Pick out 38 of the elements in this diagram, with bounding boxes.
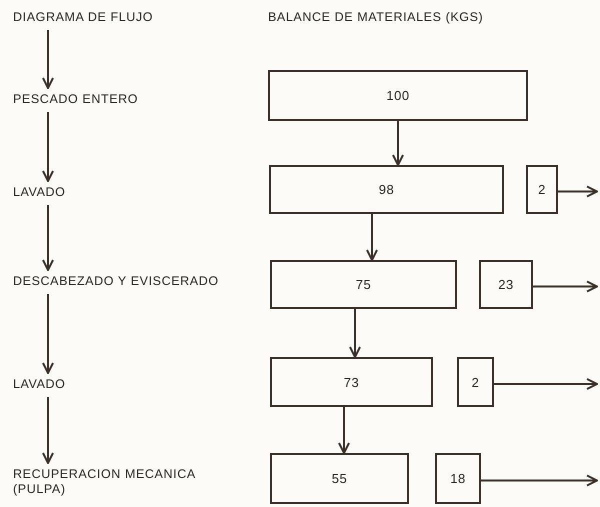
- loss-box: [435, 453, 481, 504]
- process-box: [270, 260, 457, 309]
- process-box: [268, 70, 528, 121]
- mass-value: 75: [356, 277, 372, 292]
- mass-value: 2: [472, 374, 480, 390]
- loss-box: [479, 260, 533, 309]
- step-label: LAVADO: [13, 377, 213, 392]
- arrow: [494, 378, 598, 390]
- process-box: [269, 165, 504, 214]
- arrow: [42, 397, 54, 464]
- mass-value: 98: [378, 182, 394, 197]
- arrow: [42, 30, 54, 89]
- column-heading: BALANCE DE MATERIALES (KGS): [268, 10, 484, 24]
- arrow: [42, 112, 54, 182]
- process-box: [270, 453, 409, 504]
- step-label: LAVADO: [13, 185, 213, 200]
- mass-value: 2: [538, 182, 546, 197]
- mass-value: 100: [386, 88, 410, 103]
- mass-value: 73: [344, 374, 360, 390]
- arrow: [558, 186, 598, 198]
- arrow: [366, 214, 378, 261]
- process-box: [270, 357, 433, 407]
- arrow: [42, 205, 54, 271]
- arrow: [392, 121, 404, 166]
- arrow: [533, 280, 598, 292]
- arrow: [349, 309, 361, 358]
- step-label: DIAGRAMA DE FLUJO: [13, 10, 213, 25]
- arrow: [481, 474, 598, 486]
- mass-value: 23: [498, 277, 514, 292]
- step-label: RECUPERACION MECANICA (PULPA): [13, 467, 213, 497]
- loss-box: [457, 357, 494, 407]
- arrow: [42, 294, 54, 374]
- mass-value: 55: [332, 471, 348, 486]
- step-label: PESCADO ENTERO: [13, 92, 213, 107]
- step-label: DESCABEZADO Y EVISCERADO: [13, 274, 261, 289]
- arrow: [338, 407, 350, 454]
- loss-box: [526, 165, 558, 214]
- mass-value: 18: [450, 471, 466, 486]
